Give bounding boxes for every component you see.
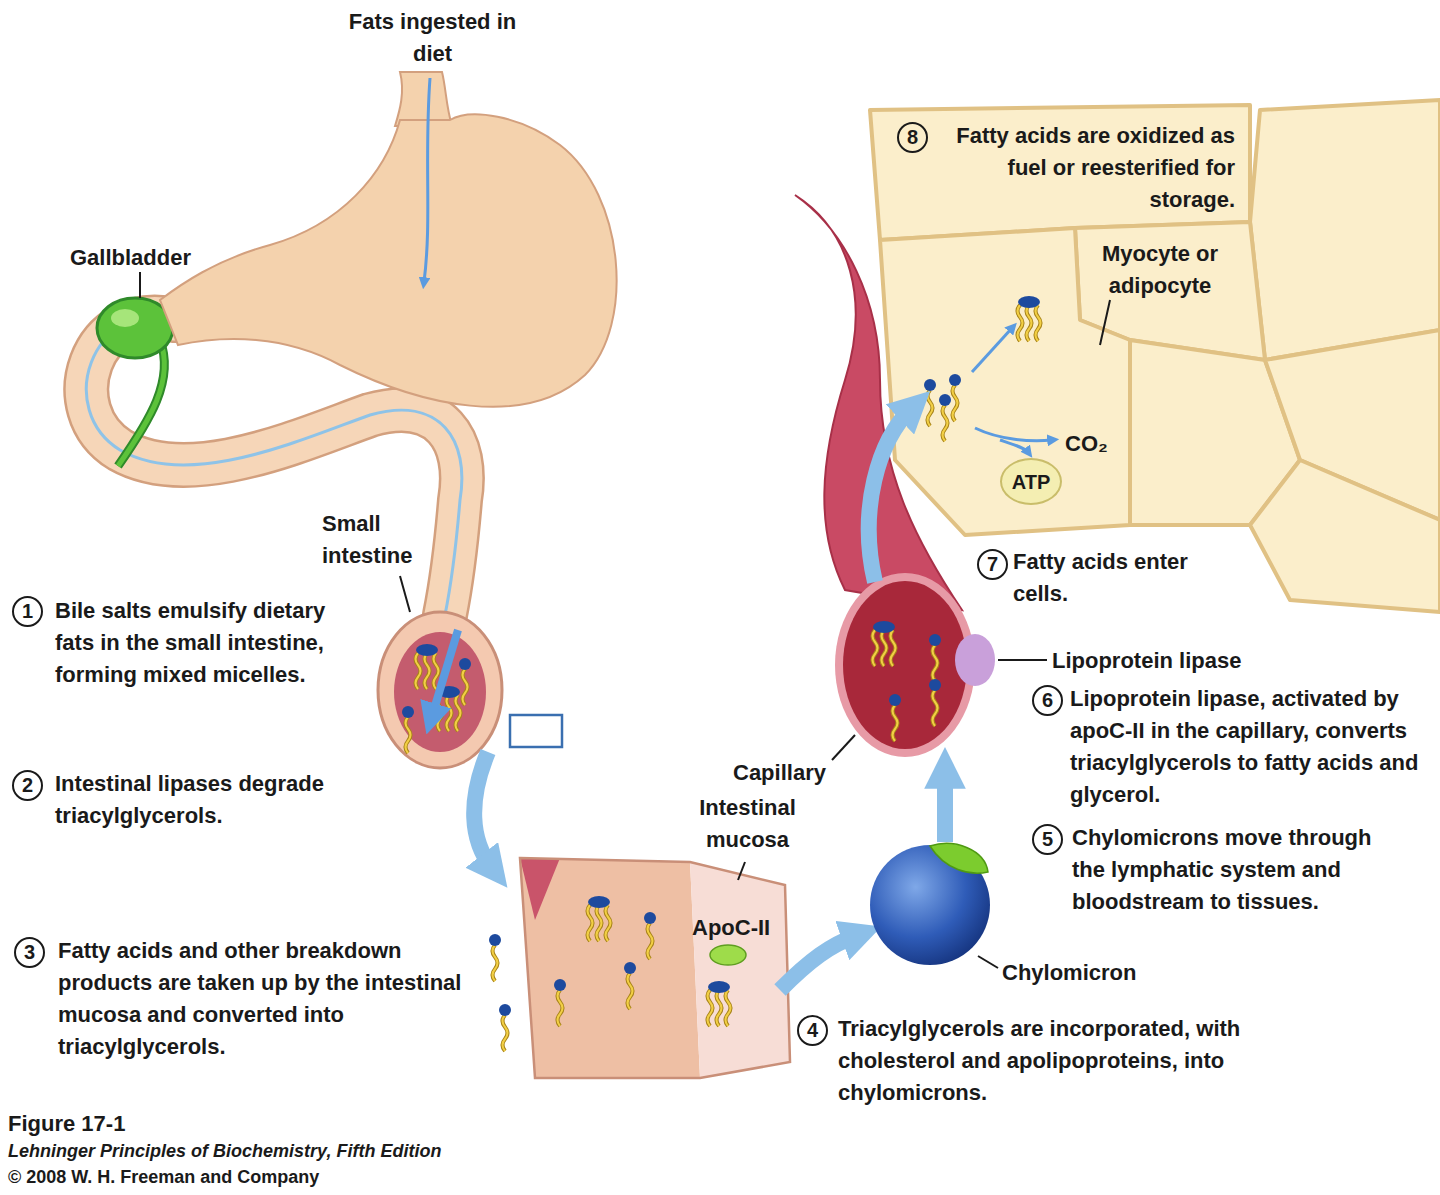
metabolic-arrow bbox=[1000, 440, 1028, 452]
leader-line bbox=[832, 735, 855, 760]
metabolic-arrow bbox=[972, 328, 1052, 452]
intestinal-mucosa bbox=[520, 858, 790, 1078]
capillary bbox=[929, 679, 941, 726]
fatty-acid bbox=[1018, 296, 1041, 341]
node-text: ATP bbox=[1012, 470, 1051, 494]
stomach bbox=[395, 72, 452, 126]
callout-number: 5 bbox=[1032, 824, 1063, 855]
intestine-cross-section bbox=[459, 658, 471, 705]
callout-number: 1 bbox=[12, 596, 43, 627]
stomach bbox=[160, 114, 617, 406]
metabolic-arrow bbox=[975, 428, 1052, 441]
fatty-acid bbox=[499, 1004, 511, 1051]
intestine-cross-section bbox=[510, 715, 562, 747]
part-label: Small intestine bbox=[322, 508, 430, 572]
flow-arrow bbox=[780, 935, 858, 990]
capillary bbox=[835, 573, 975, 757]
part-label: Intestinal mucosa bbox=[680, 792, 815, 856]
intestine-cross-section bbox=[402, 706, 414, 753]
capillary bbox=[795, 195, 962, 610]
chylomicron bbox=[870, 844, 990, 965]
gallbladder bbox=[111, 309, 139, 327]
flow-arrow bbox=[937, 772, 953, 842]
copyright-line: © 2008 W. H. Freeman and Company bbox=[8, 1165, 319, 1189]
step-text: Fatty acids and other breakdown products… bbox=[58, 935, 478, 1063]
callout-number: 3 bbox=[14, 937, 45, 968]
cell-tissue bbox=[870, 105, 1250, 240]
flow-arrow bbox=[869, 408, 912, 582]
leader-line bbox=[998, 659, 1047, 661]
fatty-acid bbox=[939, 394, 951, 441]
energy-circle: ATP bbox=[1000, 458, 1062, 505]
node-text-block: ATP bbox=[1012, 470, 1051, 494]
callout-number: 7 bbox=[977, 549, 1008, 580]
part-label: Fats ingested in diet bbox=[345, 6, 520, 70]
stomach bbox=[160, 72, 617, 407]
capillary bbox=[889, 694, 901, 741]
cell-tissue bbox=[880, 228, 1130, 535]
intestinal-mucosa bbox=[588, 896, 611, 941]
intestinal-mucosa bbox=[708, 981, 731, 1026]
callout-number: 4 bbox=[797, 1015, 828, 1046]
step-text: Chylomicrons move through the lymphatic … bbox=[1072, 822, 1392, 918]
intestinal-mucosa bbox=[554, 979, 566, 1026]
intestine-cross-section bbox=[432, 630, 458, 716]
stomach bbox=[424, 78, 430, 282]
callout-number: 2 bbox=[12, 770, 43, 801]
cell-tissue bbox=[870, 100, 1440, 612]
gallbladder bbox=[97, 298, 173, 466]
fatty-acid bbox=[924, 379, 936, 426]
intestinal-mucosa bbox=[520, 858, 700, 1078]
intestinal-mucosa bbox=[644, 912, 656, 959]
fatty-acid bbox=[489, 934, 501, 981]
part-label: ApoC-II bbox=[692, 912, 770, 944]
leader-line bbox=[1100, 300, 1110, 345]
fatty-acid bbox=[949, 374, 961, 421]
intestinal-mucosa bbox=[710, 945, 746, 965]
flow-arrow bbox=[474, 752, 492, 868]
step-text: Fatty acids are oxidized as fuel or rees… bbox=[930, 120, 1235, 216]
step-text: Triacylglycerols are incorporated, with … bbox=[838, 1013, 1318, 1109]
part-label: Gallbladder bbox=[70, 242, 191, 274]
figure-caption: Figure 17-1 bbox=[8, 1110, 125, 1138]
callout-number: 8 bbox=[897, 122, 928, 153]
leader-line bbox=[978, 956, 998, 968]
intestinal-mucosa bbox=[690, 862, 790, 1078]
leader-line bbox=[139, 272, 141, 298]
lipoprotein-lipase bbox=[955, 634, 995, 686]
capillary bbox=[929, 634, 941, 681]
fatty-acid bbox=[924, 296, 1041, 441]
step-text: Fatty acids enter cells. bbox=[1013, 546, 1233, 610]
metabolic-arrow bbox=[972, 328, 1012, 372]
leader-line bbox=[400, 576, 410, 612]
step-text: Lipoprotein lipase, activated by apoC-II… bbox=[1070, 683, 1432, 811]
capillary bbox=[873, 621, 896, 666]
capillary bbox=[795, 195, 995, 757]
source-line: Lehninger Principles of Biochemistry, Fi… bbox=[8, 1139, 441, 1163]
product-label: CO₂ bbox=[1065, 428, 1108, 460]
part-label: Capillary bbox=[733, 757, 826, 789]
intestine-cross-section bbox=[378, 612, 562, 768]
callout-number: 6 bbox=[1032, 685, 1063, 716]
capillary bbox=[843, 581, 967, 749]
cell-tissue bbox=[1250, 100, 1440, 360]
chylomicron bbox=[930, 844, 988, 874]
part-label: Chylomicron bbox=[1002, 957, 1136, 989]
cell-tissue bbox=[1250, 460, 1440, 612]
part-label: Lipoprotein lipase bbox=[1052, 645, 1241, 677]
leader-line bbox=[738, 862, 745, 880]
fatty-acid bbox=[489, 934, 511, 1051]
gallbladder bbox=[97, 298, 173, 358]
intestine-cross-section bbox=[416, 644, 439, 689]
part-label: Myocyte or adipocyte bbox=[1090, 238, 1230, 302]
intestinal-mucosa bbox=[624, 962, 636, 1009]
intestinal-mucosa bbox=[520, 858, 790, 1078]
intestinal-mucosa bbox=[520, 858, 560, 920]
intestine-cross-section bbox=[378, 612, 502, 768]
step-text: Bile salts emulsify dietary fats in the … bbox=[55, 595, 365, 691]
step-text: Intestinal lipases degrade triacylglycer… bbox=[55, 768, 375, 832]
